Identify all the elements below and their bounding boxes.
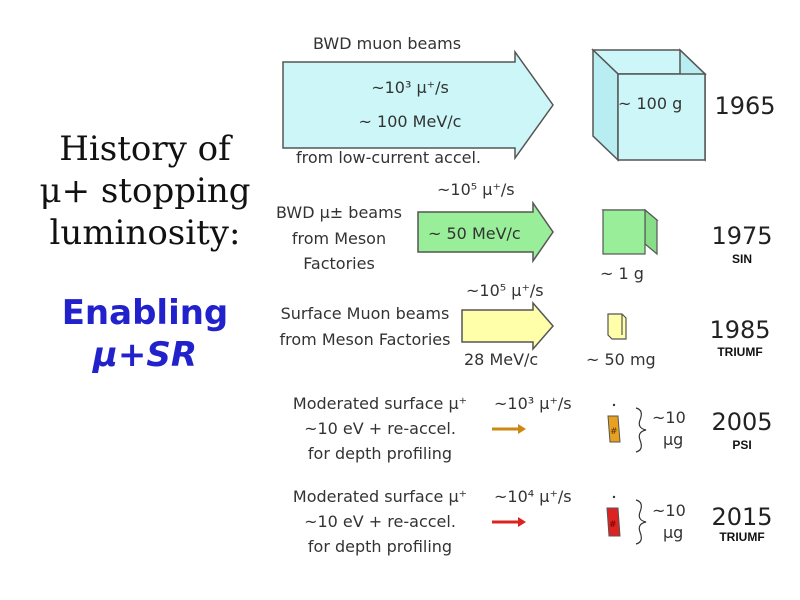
row-1985-lab: TRIUMF bbox=[717, 345, 763, 359]
row-1985-year: 1985 bbox=[709, 316, 771, 344]
row-1975-target-mass: ~ 1 g bbox=[600, 264, 644, 283]
row-2015-desc-1: Moderated surface μ⁺ bbox=[292, 487, 468, 506]
row-2005-mass-2: μg bbox=[663, 430, 684, 449]
brace-2015 bbox=[635, 499, 647, 545]
svg-text:#: # bbox=[610, 427, 618, 437]
row-1965-rate: ~10³ μ⁺/s bbox=[371, 78, 449, 97]
target-cube-1975 bbox=[601, 208, 659, 256]
target-film-2005: # bbox=[607, 403, 621, 443]
brace-2005 bbox=[635, 407, 647, 453]
arrow-1965 bbox=[282, 49, 554, 161]
row-1975-rate: ~10⁵ μ⁺/s bbox=[437, 180, 515, 199]
row-2005-year: 2005 bbox=[711, 408, 773, 436]
row-1975-desc-1: BWD μ± beams bbox=[275, 203, 403, 222]
row-1975-lab: SIN bbox=[731, 252, 752, 266]
row-1985-target-mass: ~ 50 mg bbox=[586, 350, 656, 369]
row-1985-desc-1: Surface Muon beams bbox=[280, 304, 450, 323]
row-1965-header: BWD muon beams bbox=[313, 34, 462, 53]
row-1985-rate: ~10⁵ μ⁺/s bbox=[466, 281, 544, 300]
row-1965-source: from low-current accel. bbox=[296, 148, 481, 167]
row-2005-mass-1: ~10 bbox=[652, 408, 686, 427]
row-2005-desc-3: for depth profiling bbox=[307, 444, 453, 463]
row-2015-desc-2: ~10 eV + re-accel. bbox=[304, 512, 456, 531]
row-1985-momentum: 28 MeV/c bbox=[464, 350, 539, 369]
row-1975-momentum: ~ 50 MeV/c bbox=[428, 224, 521, 243]
headline-line-3: luminosity: bbox=[49, 213, 241, 253]
row-2015-desc-3: for depth profiling bbox=[307, 537, 453, 556]
row-1985-desc-2: from Meson Factories bbox=[279, 330, 451, 349]
row-2015-mass-2: μg bbox=[663, 523, 684, 542]
target-cube-1965 bbox=[591, 48, 707, 162]
headline: History of μ+ stopping luminosity: bbox=[20, 128, 270, 254]
arrow-2015-head bbox=[518, 517, 526, 527]
target-film-2015: # bbox=[606, 495, 621, 537]
row-1965-momentum: ~ 100 MeV/c bbox=[358, 112, 462, 131]
subtitle-line-1: Enabling bbox=[61, 293, 229, 333]
row-2015-rate: ~10⁴ μ⁺/s bbox=[494, 487, 572, 506]
target-slab-1985 bbox=[607, 313, 627, 340]
row-2005-lab: PSI bbox=[732, 438, 752, 452]
arrow-2005-head bbox=[518, 424, 526, 434]
headline-line-2: μ+ stopping bbox=[39, 171, 251, 211]
row-1965-target-mass: ~ 100 g bbox=[618, 94, 683, 113]
headline-line-1: History of bbox=[59, 129, 231, 169]
arrow-1985 bbox=[461, 300, 554, 352]
row-2005-desc-1: Moderated surface μ⁺ bbox=[292, 394, 468, 413]
row-1975-desc-2: from Meson bbox=[291, 229, 387, 248]
row-2005-desc-2: ~10 eV + re-accel. bbox=[304, 419, 456, 438]
arrow-1975 bbox=[417, 200, 554, 264]
row-1975-desc-3: Factories bbox=[303, 254, 375, 273]
row-1965-year: 1965 bbox=[714, 92, 776, 120]
row-2015-year: 2015 bbox=[711, 503, 773, 531]
subtitle: Enabling μ+SR bbox=[20, 292, 270, 376]
row-2015-lab: TRIUMF bbox=[719, 530, 765, 544]
row-1975-year: 1975 bbox=[711, 222, 773, 250]
subtitle-line-2: μ+SR bbox=[92, 335, 198, 375]
row-2005-rate: ~10³ μ⁺/s bbox=[494, 394, 572, 413]
row-2015-mass-1: ~10 bbox=[652, 501, 686, 520]
svg-text:#: # bbox=[609, 520, 617, 530]
